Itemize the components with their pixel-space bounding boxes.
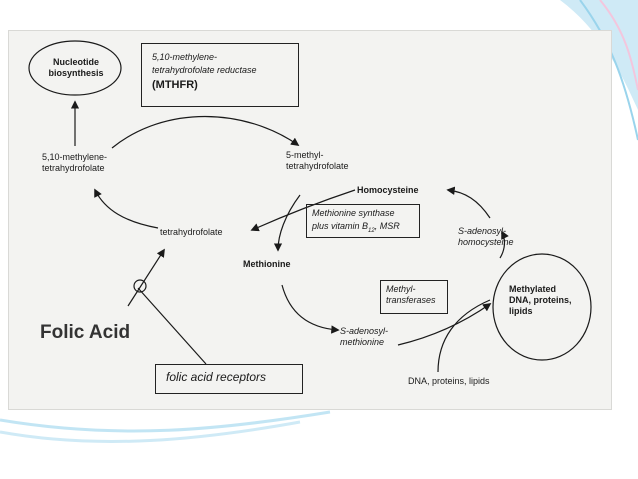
- folate-cycle-figure: [8, 30, 612, 410]
- methylated-label: Methylated DNA, proteins, lipids: [509, 284, 572, 316]
- arrow-mthfr: [111, 116, 300, 149]
- arrow-methionine-to-sam: [281, 284, 340, 334]
- methylated-ellipse: [492, 253, 592, 361]
- receptor-arrow: [127, 248, 165, 307]
- methionine-label: Methionine: [243, 259, 291, 269]
- mthfr-box: [141, 43, 299, 107]
- arrow-sam-to-methylated: [397, 303, 492, 346]
- thf-label: tetrahydrofolate: [160, 227, 223, 237]
- methylene-thf-label: 5,10-methylene- tetrahydrofolate: [42, 152, 108, 173]
- folic-acid-label: Folic Acid: [40, 322, 131, 343]
- receptors-box: [155, 364, 303, 394]
- dna-label: DNA, proteins, lipids: [408, 376, 490, 386]
- sah-label: S-adenosyl- homocysteine: [458, 226, 514, 247]
- receptors-label: folic acid receptors: [166, 370, 267, 384]
- methyltransferases-label: Methyl- transferases: [386, 284, 436, 305]
- arrow-to-methionine: [273, 194, 301, 252]
- arrow-dna-to-methylation: [437, 299, 491, 373]
- methyltransferases-box: [380, 280, 448, 314]
- swoosh-bottom-left-2: [0, 420, 301, 443]
- nucleotide-ellipse: [28, 40, 122, 96]
- arrow-sah-to-homocysteine: [446, 186, 491, 219]
- swoosh-top-right-line-2: [599, 0, 638, 91]
- arrow-methylthf-to-thf: [250, 189, 356, 232]
- receptor-circle: [133, 279, 147, 293]
- swoosh-bottom-left: [0, 410, 331, 433]
- homocysteine-label: Homocysteine: [357, 185, 419, 195]
- methyl-thf-label: 5-methyl- tetrahydrofolate: [286, 150, 349, 171]
- ms-line-1: Methionine synthase: [312, 208, 395, 218]
- sam-label: S-adenosyl- methionine: [340, 326, 389, 347]
- methionine-synthase-box: [306, 204, 420, 238]
- receptor-line: [137, 287, 207, 365]
- ms-line-2: plus vitamin B12, MSR: [312, 221, 400, 234]
- arrow-thf-to-methylene: [94, 188, 159, 229]
- mthfr-line-2: tetrahydrofolate reductase: [152, 65, 257, 75]
- swoosh-top-right-line: [579, 0, 638, 141]
- arrow-methylation-to-sah: [499, 230, 509, 259]
- mthfr-line-1: 5,10-methylene-: [152, 52, 218, 62]
- nucleotide-label: Nucleotide biosynthesis: [48, 57, 104, 78]
- mthfr-abbr: (MTHFR): [152, 79, 198, 91]
